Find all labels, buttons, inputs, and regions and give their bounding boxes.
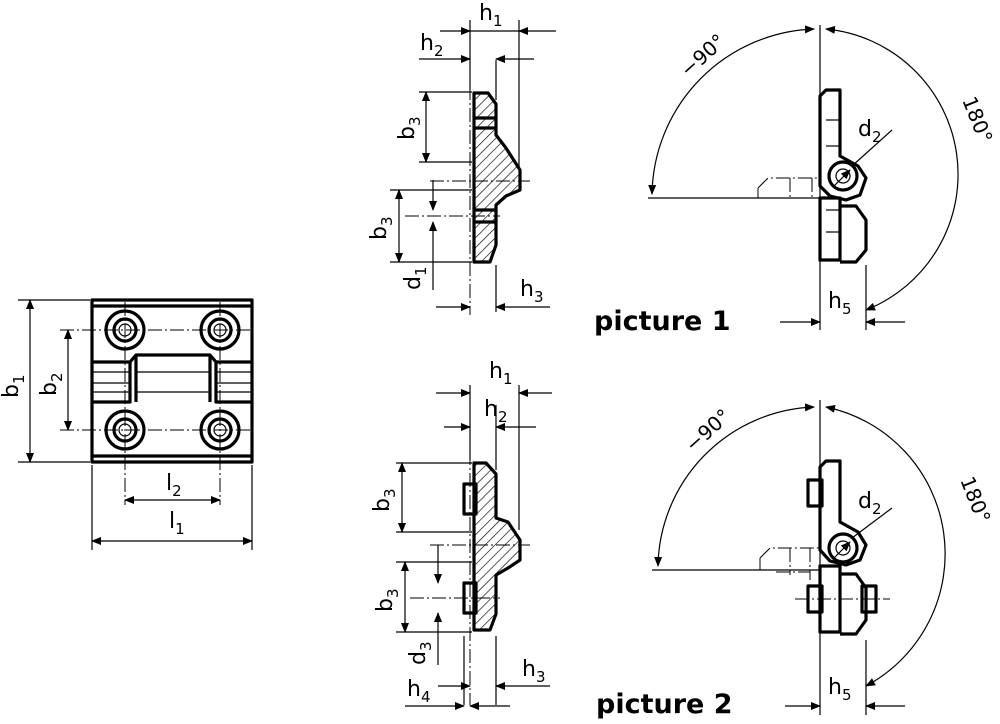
hinge-outline — [90, 298, 254, 464]
dim-l2: l2 — [166, 471, 182, 500]
section-2-outline — [472, 461, 522, 632]
angle-neg90-2: −90° — [680, 404, 735, 457]
dim-b3-b: b3 — [367, 216, 396, 240]
angle-180-1: 180° — [957, 93, 997, 147]
dim-b1: b1 — [0, 374, 28, 398]
section-1-outline — [472, 91, 522, 264]
pin-circle-2 — [827, 532, 859, 564]
dim-h4: h4 — [407, 677, 431, 706]
dim-b3-c: b3 — [370, 488, 399, 512]
front-view — [18, 298, 254, 550]
caption-picture-1: picture 1 — [594, 306, 731, 337]
rotation-view-2 — [652, 400, 946, 715]
rotation-view-1 — [648, 25, 959, 330]
dim-l1: l1 — [169, 509, 185, 538]
angle-neg90-1: −90° — [675, 29, 730, 82]
section-view-2 — [396, 385, 552, 710]
dim-h5-b: h5 — [828, 675, 852, 704]
pin-circle — [827, 160, 859, 192]
knuckle-edges — [134, 355, 212, 402]
section-1-hole-edges — [474, 116, 496, 224]
dim-h2-b: h2 — [484, 397, 508, 426]
caption-picture-2: picture 2 — [596, 689, 733, 720]
dim-h2-a: h2 — [420, 31, 444, 60]
angle-180-2: 180° — [955, 473, 995, 527]
dim-d1: d1 — [401, 266, 430, 290]
leaf-fixed — [818, 196, 842, 262]
dim-b2: b2 — [37, 372, 66, 396]
lower-leaf-edge — [92, 362, 252, 404]
dim-b3-a: b3 — [395, 116, 424, 140]
leaf-fixed-step — [840, 204, 868, 264]
dim-h1-a: h1 — [479, 1, 503, 30]
dim-h1-b: h1 — [489, 359, 513, 388]
dim-h3-b: h3 — [522, 657, 546, 686]
upper-leaf-edge — [92, 353, 252, 364]
dim-h5-a: h5 — [828, 289, 852, 318]
dim-d2-b: d2 — [858, 489, 882, 518]
dim-d3: d3 — [406, 641, 435, 665]
dim-h3-a: h3 — [520, 277, 544, 306]
dim-b3-d: b3 — [373, 588, 402, 612]
section-view-1 — [390, 20, 556, 315]
dim-d2-a: d2 — [858, 117, 882, 146]
